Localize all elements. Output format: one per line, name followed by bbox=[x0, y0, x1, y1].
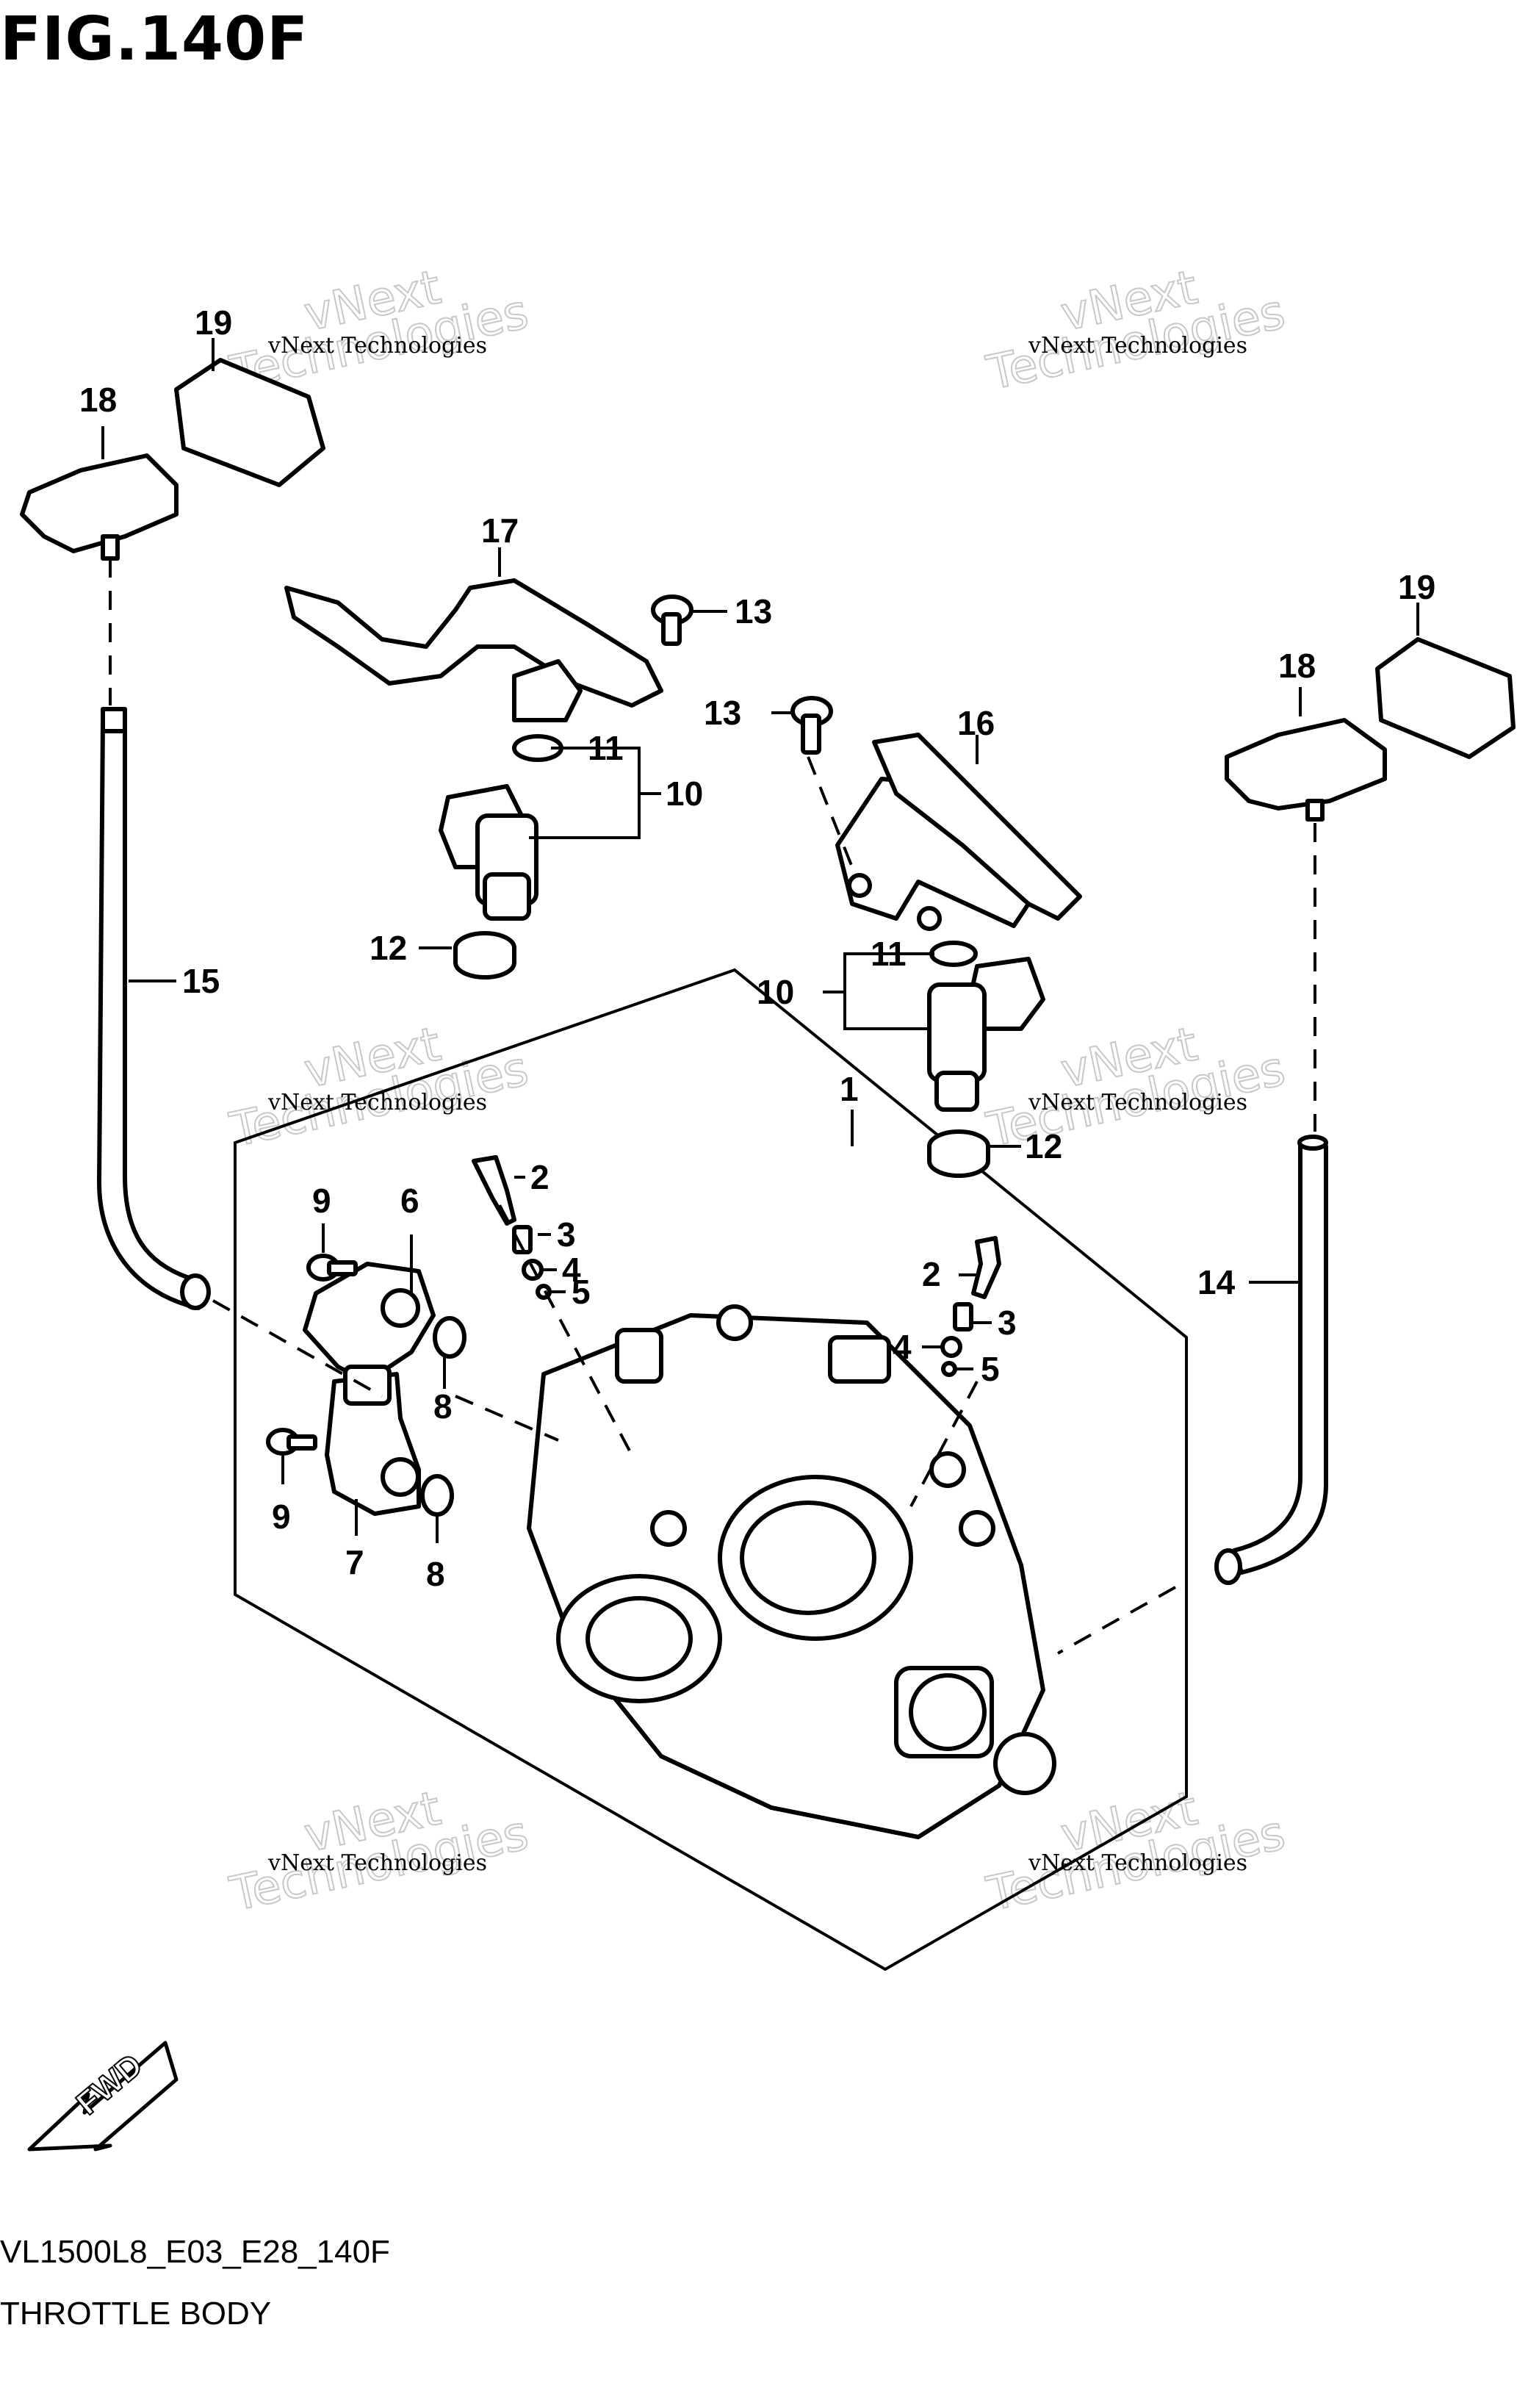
assembly-outline bbox=[234, 968, 1188, 1972]
cushion-left bbox=[453, 931, 516, 980]
fwd-arrow-icon: FWD bbox=[27, 2041, 179, 2152]
callout-11-left: 11 bbox=[588, 729, 624, 767]
callout-11-right: 11 bbox=[871, 935, 907, 973]
throttle-body bbox=[527, 1304, 1056, 1839]
figure-code: VL1500L8_E03_E28_140F bbox=[0, 2234, 390, 2270]
spring-right bbox=[953, 1302, 973, 1331]
hose-right bbox=[1214, 1135, 1328, 1585]
idle-screw-right bbox=[971, 1236, 1001, 1299]
callout-12-right: 12 bbox=[1025, 1127, 1062, 1165]
callout-9-lower: 9 bbox=[272, 1498, 291, 1536]
callout-3-left: 3 bbox=[557, 1215, 576, 1254]
idle-screw-left bbox=[472, 1155, 516, 1226]
spring-left bbox=[512, 1225, 533, 1254]
connector-line bbox=[807, 756, 854, 868]
cushion-right bbox=[927, 1129, 990, 1178]
fuel-pipe bbox=[835, 733, 1082, 931]
callout-19-left: 19 bbox=[195, 303, 232, 342]
callout-2-left: 2 bbox=[530, 1158, 549, 1196]
callout-9-upper: 9 bbox=[312, 1182, 331, 1220]
callout-12-left: 12 bbox=[370, 929, 407, 967]
connector-line bbox=[455, 1395, 559, 1442]
callout-5-left: 5 bbox=[572, 1273, 591, 1311]
watermark-text: vNext Technologies bbox=[267, 1850, 487, 1876]
figure-title: FIG.140F bbox=[0, 4, 309, 74]
callout-4-right: 4 bbox=[893, 1328, 912, 1366]
callout-4-left: 4 bbox=[562, 1251, 581, 1289]
callout-13-upper: 13 bbox=[735, 592, 772, 630]
callout-16: 16 bbox=[957, 704, 995, 742]
throttle-position-sensor bbox=[303, 1262, 436, 1384]
callout-18-right: 18 bbox=[1278, 647, 1316, 685]
leader-lines bbox=[101, 338, 1419, 1543]
hose-left bbox=[97, 707, 211, 1310]
callout-1: 1 bbox=[840, 1070, 859, 1108]
cover-19-right bbox=[1375, 637, 1516, 759]
screw-9-upper bbox=[306, 1254, 358, 1282]
callout-10-right: 10 bbox=[757, 973, 794, 1011]
callout-18-left: 18 bbox=[79, 381, 117, 419]
callout-14: 14 bbox=[1197, 1263, 1236, 1301]
screw-13-upper bbox=[651, 594, 693, 646]
callout-15: 15 bbox=[182, 962, 220, 1000]
callout-2-right: 2 bbox=[922, 1255, 941, 1293]
watermark-text: vNext Technologies bbox=[1028, 333, 1247, 359]
cover-19-left bbox=[174, 358, 325, 487]
watermark-text: vNext Technologies bbox=[267, 333, 487, 359]
watermark-top-right: Technologies vNext vNext Technologies bbox=[981, 259, 1291, 401]
watermark-text: vNext Technologies bbox=[1028, 1090, 1247, 1115]
callout-6: 6 bbox=[400, 1182, 419, 1220]
callout-7: 7 bbox=[345, 1543, 364, 1581]
washer-right bbox=[940, 1336, 962, 1358]
callout-19-right: 19 bbox=[1398, 568, 1435, 606]
callout-13-lower: 13 bbox=[704, 694, 741, 732]
watermark-text: vNext Technologies bbox=[1028, 1850, 1247, 1876]
callout-10-left: 10 bbox=[666, 774, 703, 813]
fuel-delivery-pipe bbox=[284, 578, 663, 722]
sensor-7 bbox=[325, 1365, 421, 1516]
sensor-18-right bbox=[1225, 718, 1387, 822]
fuel-injector-left bbox=[439, 784, 538, 921]
connector-line bbox=[1057, 1586, 1176, 1655]
o-ring-5-right bbox=[941, 1361, 957, 1377]
sensor-18-left bbox=[20, 453, 179, 561]
o-ring-right bbox=[929, 941, 978, 967]
connector-line bbox=[909, 1381, 979, 1507]
o-ring-8-upper bbox=[433, 1316, 466, 1359]
watermark-bottom-right: Technologies vNext vNext Technologies bbox=[981, 1780, 1291, 1922]
callout-17: 17 bbox=[481, 511, 519, 550]
watermark-bottom-left: Technologies vNext vNext Technologies bbox=[225, 1780, 534, 1922]
o-ring-8-lower bbox=[420, 1474, 454, 1517]
callout-8-upper: 8 bbox=[433, 1387, 453, 1426]
watermark-mid-left: Technologies vNext vNext Technologies bbox=[225, 1016, 534, 1158]
connector-line bbox=[212, 1299, 383, 1398]
connector-line bbox=[498, 1204, 633, 1456]
screw-13-lower bbox=[790, 696, 833, 755]
fuel-injector-right bbox=[927, 957, 1045, 1112]
callout-5-right: 5 bbox=[981, 1350, 1000, 1388]
figure-name: THROTTLE BODY bbox=[0, 2296, 272, 2332]
screw-9-lower bbox=[266, 1428, 317, 1456]
callout-3-right: 3 bbox=[998, 1304, 1017, 1342]
callout-8-lower: 8 bbox=[426, 1555, 445, 1593]
